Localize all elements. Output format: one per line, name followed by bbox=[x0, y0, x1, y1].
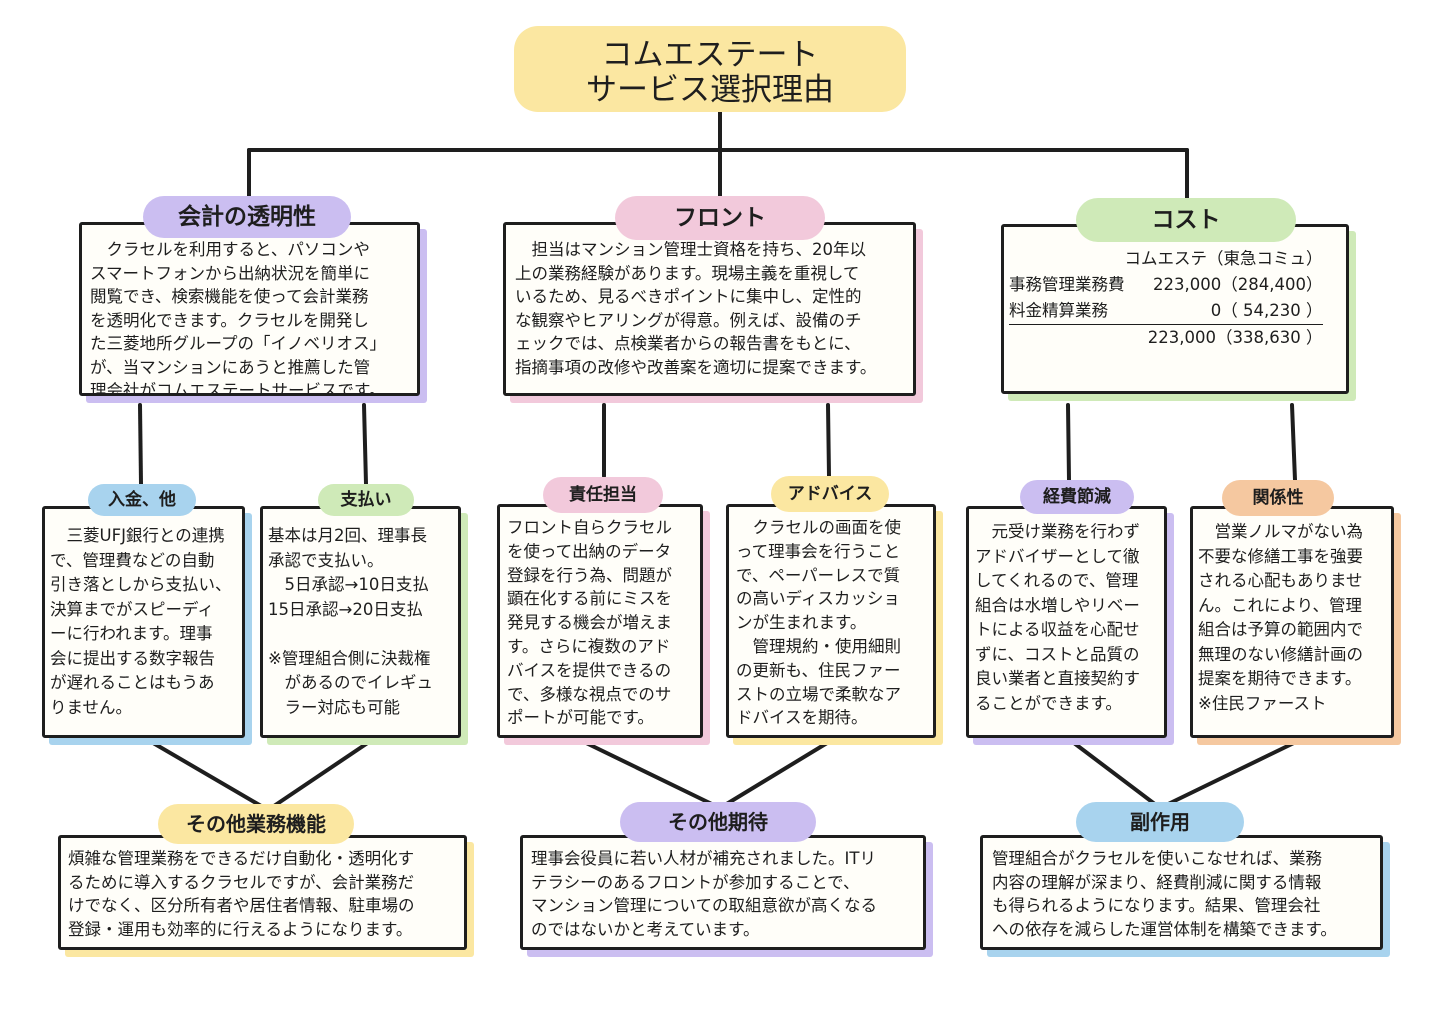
other-functions-card: 煩雑な管理業務をできるだけ自動化・透明化す るために導入するクラセルですが、会計… bbox=[58, 835, 474, 957]
front-card: 担当はマンション管理士資格を持ち、20年以 上の業務経験があります。現場主義を重… bbox=[503, 222, 923, 403]
payment-card: 基本は月2回、理事長 承認で支払い。 5日承認→10日支払 15日承認→20日支… bbox=[260, 506, 468, 745]
relationship-card: 営業ノルマがない為 不要な修繕工事を強要 される心配もありませ ん。これにより、… bbox=[1190, 506, 1401, 745]
deposit-text: 三菱UFJ銀行との連携 で、管理費などの自動 引き落としから支払い、 決算までが… bbox=[50, 526, 232, 717]
other-functions-text: 煩雑な管理業務をできるだけ自動化・透明化す るために導入するクラセルですが、会計… bbox=[68, 849, 415, 939]
responsible-text: フロント自らクラセル を使って出納のデータ 登録を行う為、問題が 顕在化する前に… bbox=[507, 518, 672, 728]
title-line-2: サービス選択理由 bbox=[586, 72, 834, 108]
savings-card: 元受け業務を行わず アドバイザーとして徹 してくれるので、管理 組合は水増しやリ… bbox=[966, 506, 1174, 745]
cost-row: 料金精算業務 0（ 54,230 ） bbox=[1009, 298, 1323, 325]
title-line-1: コムエステート bbox=[601, 37, 819, 73]
connector-accounting-payment bbox=[362, 403, 368, 486]
other-expectations-text: 理事会役員に若い人材が補充されました。ITリ テラシーのあるフロントが参加するこ… bbox=[531, 849, 878, 939]
cost-value: 0（ 54,230 ） bbox=[1124, 298, 1323, 325]
cost-label: コスト bbox=[1076, 198, 1296, 242]
side-effect-label: 副作用 bbox=[1076, 802, 1244, 842]
cost-item: 料金精算業務 bbox=[1009, 298, 1125, 325]
relationship-text: 営業ノルマがない為 不要な修繕工事を強要 される心配もありませ ん。これにより、… bbox=[1198, 522, 1363, 713]
cost-table: コムエステ（東急コミュ） 事務管理業務費 223,000（284,400） 料金… bbox=[1009, 246, 1323, 351]
deposit-label: 入金、他 bbox=[88, 484, 196, 516]
responsible-card: フロント自らクラセル を使って出納のデータ 登録を行う為、問題が 顕在化する前に… bbox=[497, 504, 710, 745]
front-text: 担当はマンション管理士資格を持ち、20年以 上の業務経験があります。現場主義を重… bbox=[515, 240, 877, 377]
connector-advice-expect bbox=[718, 738, 834, 810]
cost-row: 事務管理業務費 223,000（284,400） bbox=[1009, 272, 1323, 298]
other-expectations-label: その他期待 bbox=[620, 802, 816, 842]
connector-savings-side bbox=[1068, 738, 1162, 810]
connector-deposit-other bbox=[146, 738, 270, 812]
front-label: フロント bbox=[615, 196, 825, 240]
cost-item: 事務管理業務費 bbox=[1009, 275, 1125, 294]
accounting-card: クラセルを利用すると、パソコンや スマートフォンから出納状況を簡単に 閲覧でき、… bbox=[79, 222, 427, 403]
advice-card: クラセルの画面を使 って理事会を行うこと で、ペーパーレスで質 の高いディスカッ… bbox=[726, 504, 943, 745]
deposit-card: 三菱UFJ銀行との連携 で、管理費などの自動 引き落としから支払い、 決算までが… bbox=[42, 506, 252, 745]
relationship-label: 関係性 bbox=[1222, 480, 1334, 516]
connector-responsible-expect bbox=[578, 738, 722, 810]
cost-value: 223,000（284,400） bbox=[1153, 275, 1323, 294]
connector-accounting-deposit bbox=[138, 403, 143, 486]
accounting-label: 会計の透明性 bbox=[143, 196, 351, 238]
other-functions-label: その他業務機能 bbox=[158, 804, 354, 844]
other-expectations-card: 理事会役員に若い人材が補充されました。ITリ テラシーのあるフロントが参加するこ… bbox=[520, 835, 933, 957]
diagram-title: コムエステート サービス選択理由 bbox=[514, 26, 906, 112]
accounting-text: クラセルを利用すると、パソコンや スマートフォンから出納状況を簡単に 閲覧でき、… bbox=[90, 240, 387, 396]
cost-card: コムエステ（東急コミュ） 事務管理業務費 223,000（284,400） 料金… bbox=[1001, 224, 1356, 401]
savings-label: 経費節減 bbox=[1020, 480, 1134, 514]
connector-payment-other bbox=[266, 738, 374, 812]
cost-header: コムエステ（東急コミュ） bbox=[1124, 249, 1323, 268]
side-effect-card: 管理組合がクラセルを使いこなせれば、業務 内容の理解が深まり、経費削減に関する情… bbox=[980, 835, 1390, 957]
connector-cost-relationship bbox=[1290, 403, 1297, 482]
connector-front-advice bbox=[826, 403, 831, 478]
savings-text: 元受け業務を行わず アドバイザーとして徹 してくれるので、管理 組合は水増しやリ… bbox=[975, 522, 1140, 713]
connector-cost-savings bbox=[1066, 403, 1071, 482]
connector-relationship-side bbox=[1158, 738, 1302, 810]
side-effect-text: 管理組合がクラセルを使いこなせれば、業務 内容の理解が深まり、経費削減に関する情… bbox=[992, 849, 1337, 939]
responsible-label: 責任担当 bbox=[543, 477, 663, 513]
advice-label: アドバイス bbox=[771, 476, 889, 512]
cost-total-row: 223,000（338,630 ） bbox=[1009, 325, 1323, 352]
cost-header-row: コムエステ（東急コミュ） bbox=[1009, 246, 1323, 272]
cost-total: 223,000（338,630 ） bbox=[1147, 328, 1323, 347]
advice-text: クラセルの画面を使 って理事会を行うこと で、ペーパーレスで質 の高いディスカッ… bbox=[736, 518, 901, 728]
payment-label: 支払い bbox=[318, 484, 414, 516]
payment-text: 基本は月2回、理事長 承認で支払い。 5日承認→10日支払 15日承認→20日支… bbox=[268, 526, 433, 717]
